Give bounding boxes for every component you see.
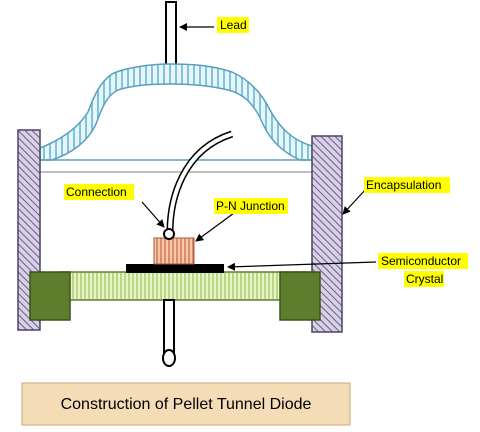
encapsulation-arrow xyxy=(342,188,367,215)
semiconductor-arrow xyxy=(227,261,377,271)
svg-text:Connection: Connection xyxy=(66,185,127,199)
connection-point xyxy=(163,228,175,240)
semiconductor-crystal xyxy=(126,264,224,273)
bottom-lead xyxy=(163,299,175,357)
top-lead xyxy=(165,1,177,69)
pn-junction-label: P-N Junction xyxy=(214,198,288,214)
lead-label: Lead xyxy=(217,17,249,33)
svg-text:Crystal: Crystal xyxy=(406,272,443,286)
caption-text: Construction of Pellet Tunnel Diode xyxy=(61,396,312,413)
connection-label: Connection xyxy=(64,184,134,200)
svg-text:P-N Junction: P-N Junction xyxy=(216,199,285,213)
caption-box: Construction of Pellet Tunnel Diode xyxy=(21,382,351,426)
svg-text:Encapsulation: Encapsulation xyxy=(366,178,441,192)
semiconductor-crystal-label: Semiconductor Crystal xyxy=(378,253,468,287)
connection-arrow xyxy=(141,201,165,228)
pn-junction-block xyxy=(153,237,195,265)
right-green-block xyxy=(279,271,321,321)
base-plate xyxy=(59,271,309,301)
encapsulation-label: Encapsulation xyxy=(364,177,450,193)
left-green-block xyxy=(29,271,71,321)
encapsulation-cap xyxy=(39,63,313,161)
svg-text:Semiconductor: Semiconductor xyxy=(381,254,461,268)
pn-junction-arrow xyxy=(195,212,235,242)
svg-text:Lead: Lead xyxy=(220,18,247,32)
